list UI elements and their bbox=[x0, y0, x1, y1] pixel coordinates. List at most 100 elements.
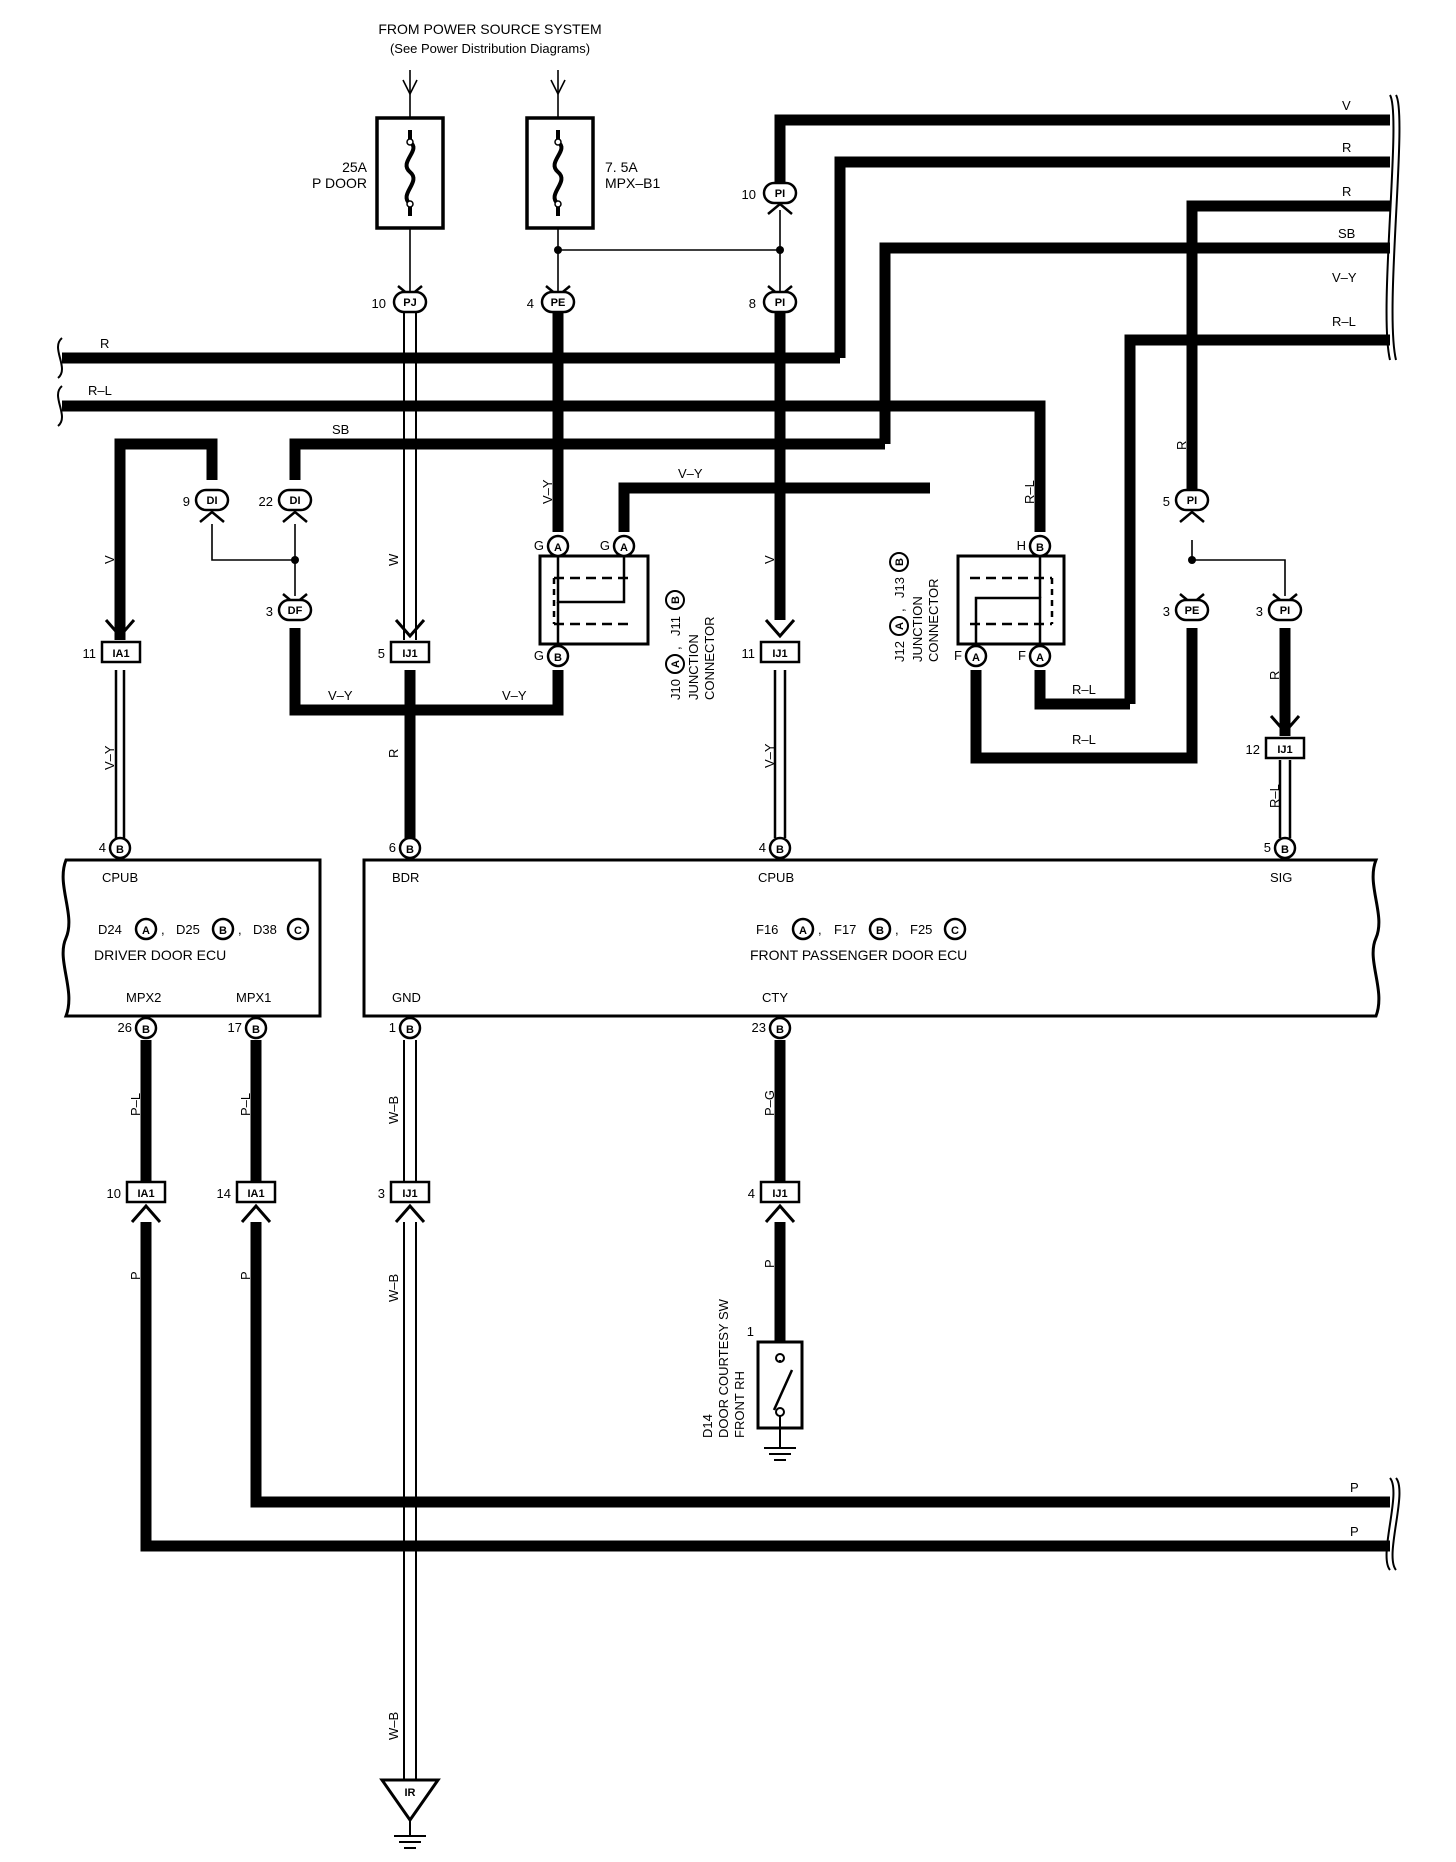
wire-label-sb: SB bbox=[332, 422, 349, 437]
conn-ij1-3-name: IJ1 bbox=[402, 1188, 417, 1200]
pass-bottom-pin-num-0: 1 bbox=[389, 1020, 396, 1035]
front-passenger-door-ecu: B 6 BDR B 4 CPUB B 5 SIG F16 A , F17 B ,… bbox=[362, 836, 1381, 1040]
driver-code-letter-2: C bbox=[294, 925, 302, 937]
conn-di9-name: DI bbox=[207, 495, 218, 507]
driver-code-letter-1: B bbox=[219, 925, 227, 937]
fuse-pdoor-rating: 25A bbox=[342, 159, 368, 175]
conn-di9-pin: 9 bbox=[183, 494, 190, 509]
wire-label-rl-h2: R–L bbox=[1072, 732, 1096, 747]
wire-label-vy-mid: V–Y bbox=[762, 743, 777, 768]
conn-ij1-11-name: IJ1 bbox=[772, 648, 787, 660]
driver-ecu-title: DRIVER DOOR ECU bbox=[94, 947, 226, 963]
conn-pi3-name: PI bbox=[1280, 605, 1290, 617]
jr-pin-bottom2: F bbox=[1018, 648, 1026, 663]
conn-ij1-4-name: IJ1 bbox=[772, 1188, 787, 1200]
jr-bottom2-letter: A bbox=[1036, 652, 1044, 664]
wire-label-rl-vertical: R–L bbox=[1022, 480, 1037, 504]
conn-ia1-14-pin: 14 bbox=[217, 1186, 231, 1201]
driver-code-2: D38 bbox=[253, 922, 277, 937]
pass-code-2: F25 bbox=[910, 922, 932, 937]
wire-label-vy-junction: V–Y bbox=[678, 466, 703, 481]
ground-ir: IR bbox=[379, 1778, 441, 1849]
thin-link-lines bbox=[211, 524, 1286, 596]
wire-label-right-rl: R–L bbox=[1332, 314, 1356, 329]
driver-top-pin-num: 4 bbox=[99, 840, 106, 855]
jl-sep: , bbox=[668, 646, 683, 650]
pass-bottom-pin-num-1: 23 bbox=[752, 1020, 766, 1035]
fuse-output-wires bbox=[409, 210, 784, 292]
rect-connectors: IA1 11 IJ1 5 IJ1 11 IJ1 12 IA1 10 IA1 14… bbox=[83, 619, 1306, 1223]
pass-top-pin-letter-2: B bbox=[1281, 844, 1289, 856]
driver-bottom-pin-name-1: MPX1 bbox=[236, 990, 271, 1005]
conn-pe3-name: PE bbox=[1185, 605, 1200, 617]
conn-pi10-pin: 10 bbox=[742, 187, 756, 202]
wire-label-wb-1: W–B bbox=[386, 1096, 401, 1124]
break-marks-right bbox=[1385, 94, 1401, 1571]
jr-pin-top: H bbox=[1017, 538, 1026, 553]
wire-label-right-sb: SB bbox=[1338, 226, 1355, 241]
jr-code: J12 bbox=[892, 641, 907, 662]
ground-name: IR bbox=[405, 1787, 416, 1799]
wire-label-w-mid: W bbox=[386, 553, 401, 566]
jl-pin-top1: G bbox=[534, 538, 544, 553]
wire-label-wb-3: W–B bbox=[386, 1712, 401, 1740]
wire-label-right-v: V bbox=[1342, 98, 1351, 113]
conn-ia1-11-pin: 11 bbox=[83, 646, 97, 661]
pass-ecu-title: FRONT PASSENGER DOOR ECU bbox=[750, 947, 967, 963]
jr-title: JUNCTION bbox=[910, 596, 925, 662]
conn-ia1-10-name: IA1 bbox=[137, 1188, 154, 1200]
pass-bottom-pin-name-0: GND bbox=[392, 990, 421, 1005]
jr-bottom1-letter: A bbox=[972, 652, 980, 664]
wire-label-pl-2: P–L bbox=[238, 1093, 253, 1116]
wire-label-vy-bottom1: V–Y bbox=[328, 688, 353, 703]
door-courtesy-switch: 1 D14 DOOR COURTESY SW FRONT RH bbox=[700, 1298, 804, 1461]
break-marks-left bbox=[57, 337, 63, 427]
jr-code2: J13 bbox=[892, 577, 907, 598]
wire-label-p-3: P bbox=[762, 1259, 777, 1268]
driver-code-1: D25 bbox=[176, 922, 200, 937]
conn-di22-name: DI bbox=[290, 495, 301, 507]
conn-ij1-5-name: IJ1 bbox=[402, 648, 417, 660]
double-line-wires bbox=[114, 310, 1292, 1790]
conn-df-pin: 3 bbox=[266, 604, 273, 619]
source-subtitle: (See Power Distribution Diagrams) bbox=[390, 41, 590, 56]
conn-pi3-pin: 3 bbox=[1256, 604, 1263, 619]
pass-top-pin-num-2: 5 bbox=[1264, 840, 1271, 855]
wire-label-v-left: V bbox=[102, 555, 117, 564]
pass-top-pin-name-1: CPUB bbox=[758, 870, 794, 885]
driver-sep-0: , bbox=[161, 922, 165, 937]
wire-label-rl-right: R–L bbox=[1267, 784, 1282, 808]
wire-label-rl-h1: R–L bbox=[1072, 682, 1096, 697]
conn-pi5-pin: 5 bbox=[1163, 494, 1170, 509]
conn-ij1-11-pin: 11 bbox=[742, 646, 756, 661]
jl-code: J10 bbox=[668, 679, 683, 700]
wire-label-p-1: P bbox=[128, 1271, 143, 1280]
fuse-pdoor-name: P DOOR bbox=[312, 175, 367, 191]
wire-label-left-r: R bbox=[100, 336, 109, 351]
wire-label-r-right2: R bbox=[1267, 671, 1282, 680]
conn-ia1-11-name: IA1 bbox=[112, 648, 129, 660]
driver-bottom-pin-num-0: 26 bbox=[118, 1020, 132, 1035]
wire-label-right-r1: R bbox=[1342, 140, 1351, 155]
junction-connector-right: B A A H F F J12 A , J13 B JUNCTION CONNE… bbox=[889, 534, 1066, 668]
jl-top2-letter: A bbox=[620, 542, 628, 554]
fuse-mpxb1-rating: 7. 5A bbox=[605, 159, 638, 175]
fuse-mpx-b1: 7. 5A MPX–B1 bbox=[525, 116, 660, 230]
jl-code-letter: A bbox=[670, 660, 682, 668]
pass-top-pin-letter-0: B bbox=[406, 844, 414, 856]
wire-label-vy-left: V–Y bbox=[102, 745, 117, 770]
conn-ia1-10-pin: 10 bbox=[107, 1186, 121, 1201]
conn-di22-pin: 22 bbox=[259, 494, 273, 509]
jr-code-letter: A bbox=[894, 622, 906, 630]
switch-name2: FRONT RH bbox=[732, 1371, 747, 1438]
power-input-arrows bbox=[402, 70, 566, 118]
jl-code2: J11 bbox=[668, 616, 683, 636]
pass-code-letter-2: C bbox=[951, 925, 959, 937]
wire-color-labels: V R R SB V–Y R–L R R–L SB V–Y V–Y V–Y R–… bbox=[88, 98, 1359, 1740]
thick-wire-harness bbox=[62, 114, 1390, 1552]
wire-label-right-r2: R bbox=[1342, 184, 1351, 199]
driver-top-pin-name: CPUB bbox=[102, 870, 138, 885]
pass-code-1: F17 bbox=[834, 922, 856, 937]
wire-label-p-2: P bbox=[238, 1271, 253, 1280]
